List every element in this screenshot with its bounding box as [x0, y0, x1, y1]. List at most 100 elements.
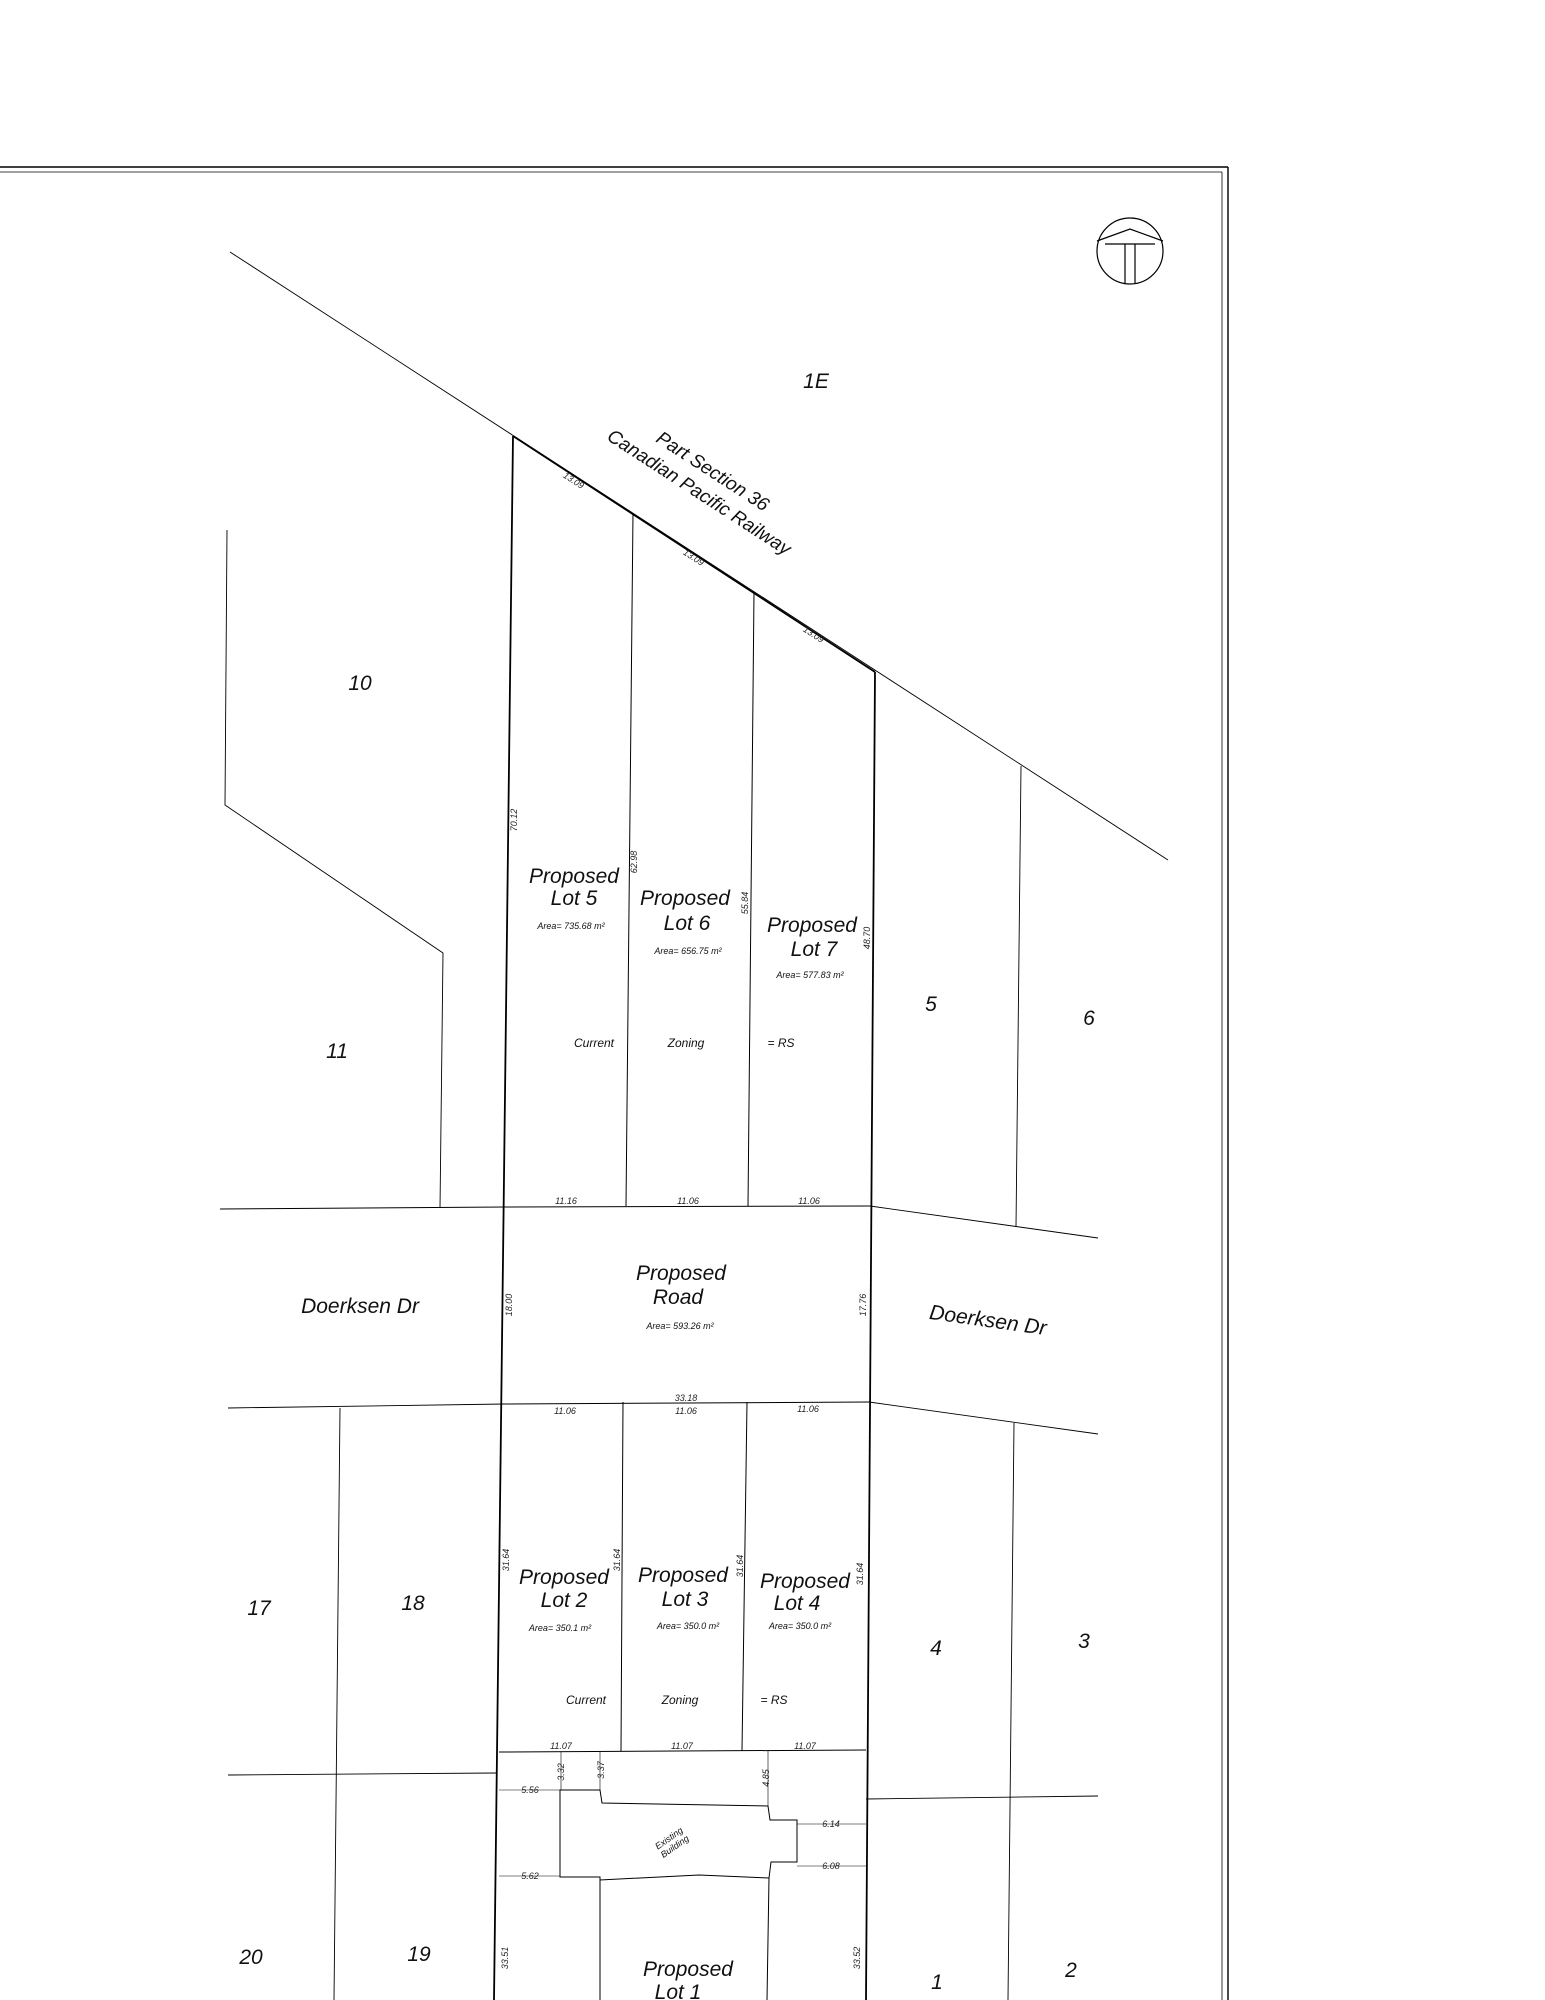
lot-label-lot3: Proposed Lot 3 Area= 350.0 m² [638, 1564, 729, 1631]
svg-text:Lot 5: Lot 5 [551, 887, 598, 910]
railway-boundary-line [229, 251, 1169, 861]
svg-text:Proposed: Proposed [640, 887, 731, 910]
dim-road-west: 18.00 [504, 1294, 514, 1317]
parcel-label-3: 3 [1078, 1630, 1090, 1653]
svg-text:Area= 593.26 m²: Area= 593.26 m² [645, 1321, 714, 1331]
svg-text:Current: Current [574, 1036, 615, 1050]
building-inner-line [766, 1877, 770, 2000]
zoning-note-lower: Current Zoning = RS [566, 1693, 788, 1707]
svg-text:Zoning: Zoning [661, 1693, 699, 1707]
dim-lot3-east: 31.64 [735, 1555, 745, 1578]
lot-label-lot2: Proposed Lot 2 Area= 350.1 m² [519, 1566, 610, 1633]
dim-setback-1: 3.32 [556, 1763, 566, 1781]
dim-lot2-west: 31.64 [501, 1549, 511, 1572]
railway-label: Part Section 36 Canadian Pacific Railway [603, 426, 795, 561]
svg-text:Lot 3: Lot 3 [662, 1588, 709, 1611]
dim-lot2-east: 31.64 [612, 1549, 622, 1572]
dim-road-total: 33.18 [675, 1393, 698, 1403]
svg-text:Lot 1: Lot 1 [655, 1981, 702, 2000]
svg-text:Area= 350.1 m²: Area= 350.1 m² [528, 1623, 592, 1633]
parcel-label-18: 18 [401, 1592, 425, 1615]
svg-text:Lot 4: Lot 4 [774, 1592, 821, 1615]
svg-text:Proposed: Proposed [519, 1566, 610, 1589]
svg-text:= RS: = RS [760, 1693, 787, 1707]
lot-label-road: Proposed Road Area= 593.26 m² [636, 1262, 727, 1331]
setback-leaders [499, 1751, 866, 1877]
existing-building-label: Existing Building [653, 1825, 690, 1860]
dim-setback-608: 6.08 [822, 1861, 840, 1871]
svg-text:Area= 577.83 m²: Area= 577.83 m² [775, 970, 844, 980]
dim-setback-562: 5.62 [521, 1871, 539, 1881]
svg-text:Proposed: Proposed [636, 1262, 727, 1285]
parcel-label-10: 10 [348, 672, 372, 695]
parcel-label-20: 20 [238, 1946, 263, 1969]
dim-lot1-west: 33.51 [500, 1947, 510, 1970]
surrounding-parcel-lines [219, 529, 1099, 2000]
dim-bot-a: 11.07 [550, 1741, 573, 1751]
svg-text:Lot 6: Lot 6 [664, 912, 711, 935]
dim-south-b: 11.06 [675, 1406, 697, 1416]
lot-label-lot4: Proposed Lot 4 Area= 350.0 m² [760, 1570, 851, 1631]
parcel-label-11: 11 [326, 1040, 348, 1063]
proposed-lot-lines [498, 512, 871, 1753]
svg-text:Area= 350.0 m²: Area= 350.0 m² [656, 1621, 720, 1631]
dim-lot1-east: 33.52 [852, 1947, 862, 1970]
dim-rail1: 13.09 [561, 470, 585, 491]
parcel-label-1e: 1E [803, 370, 830, 393]
dim-rail3: 13.09 [801, 624, 825, 645]
dim-lot4-east: 31.64 [855, 1563, 865, 1586]
railway-label-line2: Canadian Pacific Railway [603, 426, 795, 561]
north-arrow-icon [1096, 217, 1164, 285]
parcel-label-2: 2 [1064, 1959, 1077, 1982]
svg-text:Current: Current [566, 1693, 607, 1707]
dim-south-a: 11.06 [554, 1406, 576, 1416]
svg-text:Proposed: Proposed [767, 914, 858, 937]
svg-text:Road: Road [653, 1286, 705, 1309]
parcel-label-19: 19 [407, 1943, 431, 1966]
dim-setback-3: 4.85 [761, 1768, 771, 1787]
dim-lot5-west: 70.12 [509, 809, 519, 832]
svg-text:Lot 7: Lot 7 [791, 938, 839, 961]
dim-bot-c: 11.07 [794, 1741, 817, 1751]
lot-label-lot7: Proposed Lot 7 Area= 577.83 m² [767, 914, 858, 980]
drawing-frame [0, 166, 1229, 2000]
dim-lot6-west: 62.98 [629, 851, 639, 874]
existing-building-outline [559, 1789, 798, 1881]
svg-text:= RS: = RS [767, 1036, 794, 1050]
svg-text:Area= 656.75 m²: Area= 656.75 m² [653, 946, 722, 956]
lot-label-lot6: Proposed Lot 6 Area= 656.75 m² [640, 887, 731, 956]
dim-road-east: 17.76 [858, 1294, 868, 1317]
street-label-west: Doerksen Dr [301, 1295, 420, 1318]
dimension-labels: 13.09 13.09 13.09 70.12 62.98 55.84 48.7… [500, 470, 872, 1969]
parcel-label-4: 4 [930, 1637, 942, 1660]
dim-setback-2: 3.37 [596, 1760, 606, 1779]
dim-setback-614: 6.14 [822, 1819, 840, 1829]
street-label-east: Doerksen Dr [928, 1301, 1049, 1340]
svg-text:Proposed: Proposed [643, 1958, 734, 1981]
dim-bot-b: 11.07 [671, 1741, 694, 1751]
parcel-label-5: 5 [925, 993, 937, 1016]
svg-text:Proposed: Proposed [529, 865, 620, 888]
parcel-label-6: 6 [1083, 1007, 1095, 1030]
svg-text:Zoning: Zoning [667, 1036, 705, 1050]
svg-text:Area= 350.0 m²: Area= 350.0 m² [768, 1621, 832, 1631]
zoning-note-upper: Current Zoning = RS [574, 1036, 795, 1050]
parcel-label-17: 17 [247, 1597, 272, 1620]
dim-setback-556: 5.56 [521, 1785, 539, 1795]
svg-text:Lot 2: Lot 2 [541, 1589, 588, 1612]
dim-lot7-east: 48.70 [862, 927, 872, 950]
svg-text:Proposed: Proposed [760, 1570, 851, 1593]
dim-north-b: 11.06 [677, 1196, 699, 1206]
lot-label-lot1: Proposed Lot 1 [643, 1958, 734, 2000]
svg-text:Proposed: Proposed [638, 1564, 729, 1587]
dim-north-a: 11.16 [555, 1196, 577, 1206]
parcel-label-1: 1 [931, 1971, 943, 1994]
dim-lot7-west: 55.84 [740, 892, 750, 915]
dim-south-c: 11.06 [797, 1404, 819, 1414]
dim-rail2: 13.09 [681, 547, 705, 568]
lot-label-lot5: Proposed Lot 5 Area= 735.68 m² [529, 865, 620, 931]
subject-parcel-outline [493, 435, 876, 2000]
svg-text:Area= 735.68 m²: Area= 735.68 m² [536, 921, 605, 931]
dim-north-c: 11.06 [798, 1196, 820, 1206]
